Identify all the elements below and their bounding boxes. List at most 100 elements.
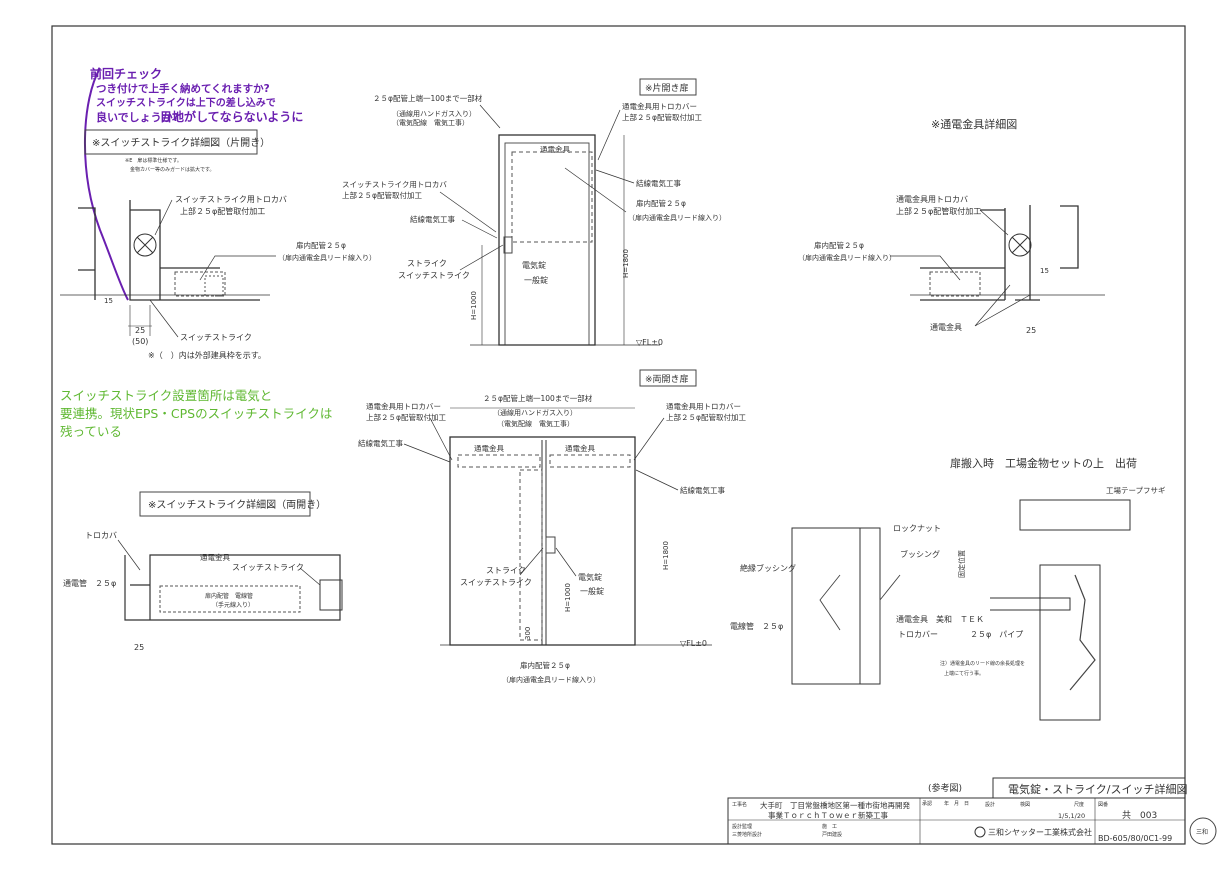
design-label: 設計 xyxy=(985,801,995,808)
check-label: 検図 xyxy=(1020,801,1030,808)
revision-stamp xyxy=(1189,817,1217,845)
title-block: (参考図) 電気錠・ストライク/スイッチ詳細図 工事名 大手町 丁目常盤橋地区第… xyxy=(727,777,1217,845)
strike-leader xyxy=(459,244,504,271)
tsuden-left-label: 通電金具 xyxy=(474,443,504,453)
cover-right-label: 通電金具用トロカバー xyxy=(666,401,741,411)
wiring-left-leader xyxy=(403,443,451,463)
scale-value: 1/5,1/20 xyxy=(1058,812,1085,820)
vertical-conduit xyxy=(519,469,543,641)
inner-label: 扉内配管 電線管 xyxy=(205,592,253,600)
tsuden-label: 通電金具 xyxy=(540,144,570,154)
handwritten-note: 前回チェック つき付けで上手く納めてくれますか? スイッチストライクは上下の差し… xyxy=(84,66,303,301)
switch-strike-double-detail: ※スイッチストライク詳細図（両開き） トロカバ 通電金具 通電管 ２５φ 扉内配… xyxy=(63,491,343,652)
frame-section xyxy=(920,205,1079,301)
tsuden-label: 通電金具 xyxy=(200,552,230,562)
cover-right-sub-label: 上部２５φ配管取付加工 xyxy=(666,412,746,422)
tsuden-label: 通電金具 美和 ＴＥＫ xyxy=(896,614,984,624)
ss-cover-leader xyxy=(439,191,497,233)
conduit-label: 電線管 ２５φ xyxy=(730,621,783,631)
handwritten-line-5: 目地がしてならないように xyxy=(160,109,303,124)
cover-label: 通電金具用トロカバー xyxy=(622,101,697,111)
bottom-pipe-label: 扉内配管２５φ xyxy=(520,660,570,670)
door-leaf xyxy=(504,142,590,346)
detail-title-box xyxy=(84,129,258,155)
h2-label: H=1000 xyxy=(564,583,572,612)
fix-pos-label: 固定位置 xyxy=(957,550,966,578)
detail-note-2: 金物カバー等のみガードは拡大です。 xyxy=(125,166,215,173)
pipe-leader xyxy=(890,255,961,281)
top-pipe-sub-1: （通線用ハンドガス入り） xyxy=(493,408,577,417)
inner-pipe xyxy=(204,275,224,297)
tsuden-title: ※通電金具詳細図 xyxy=(931,117,1017,131)
drawing-title: 電気錠・ストライク/スイッチ詳細図 xyxy=(1008,782,1188,796)
architect-value: 三菱地所設計 xyxy=(732,831,762,838)
cover-leader xyxy=(597,109,621,161)
company-logo xyxy=(974,826,986,838)
frame-section xyxy=(78,200,260,301)
detail-title-box xyxy=(139,491,311,517)
lock-leader xyxy=(555,547,577,577)
strike-leader xyxy=(519,547,544,576)
door-frame-outer xyxy=(498,134,596,346)
tsuden-leader xyxy=(974,284,1031,327)
cover-leader xyxy=(154,199,173,236)
footnote: ※（ ）内は外部建具枠を示す。 xyxy=(148,350,266,360)
handwritten-arrow xyxy=(84,67,129,301)
strike-leader xyxy=(149,299,179,338)
lock-nut-label: ロックナット xyxy=(893,524,941,533)
bushing-label: ブッシング xyxy=(900,549,940,559)
wiring-left-label: 結線電気工事 xyxy=(358,438,403,448)
top-pipe-leader xyxy=(479,104,501,129)
cover-cross xyxy=(136,236,154,254)
left-conduit xyxy=(457,454,541,468)
project-label: 工事名 xyxy=(732,801,747,808)
sheet-label: 図番 xyxy=(1098,801,1108,808)
top-pipe-label: ２５φ配管上端一100まで一部材 xyxy=(483,393,593,403)
project-line-1: 大手町 丁目常盤橋地区第一種市街地再開発 xyxy=(760,800,910,810)
top-pipe-sub-2: （電気配線 電気工事） xyxy=(497,419,574,428)
drawing-number: BD-605/80/0C1-99 xyxy=(1098,834,1172,843)
fl-label: ▽FL±0 xyxy=(680,639,707,648)
factory-detail: 扉搬入時 工場金物セットの上 出荷 ロックナット ブッシング 絶縁ブッシング 電… xyxy=(730,456,1166,721)
factory-title: 扉搬入時 工場金物セットの上 出荷 xyxy=(950,456,1137,470)
door-title-box xyxy=(639,78,697,96)
inner-sub-label: （手元線入り） xyxy=(212,601,254,609)
pipe-label: 通電管 ２５φ xyxy=(63,578,116,588)
handwritten-line-3: スイッチストライクは上下の差し込みで xyxy=(96,96,276,109)
wiring-left-label: 結線電気工事 xyxy=(410,214,455,224)
pipe-label: 扉内配管２５φ xyxy=(814,240,864,250)
contractor-value: 戸田建設 xyxy=(822,831,842,838)
reference-label: (参考図) xyxy=(928,782,962,794)
cover-sub-label: 上部２５φ配管取付加工 xyxy=(622,112,702,122)
strike-box xyxy=(929,271,981,297)
factory-note: 注）通電金具のリード線の余長処理を xyxy=(940,660,1025,667)
pipe-label: 扉内配管２５φ xyxy=(636,198,686,208)
pipe-label: 扉内配管２５φ xyxy=(296,240,346,250)
date-label: 年 月 日 xyxy=(944,800,969,807)
fl-label: ▽FL±0 xyxy=(636,338,663,347)
cover-label: トロカバ xyxy=(85,531,117,540)
cover-left-label: 通電金具用トロカバー xyxy=(366,401,441,411)
tsuden-circle xyxy=(1008,233,1032,257)
architect-label: 設計監理 xyxy=(732,823,752,830)
cover-label: スイッチストライク用トロカバ xyxy=(175,195,287,204)
detail-title: ※スイッチストライク詳細図（片開き） xyxy=(92,136,270,149)
cover-right-leader xyxy=(633,417,665,461)
h2-label: H=1000 xyxy=(470,291,478,320)
approve-label: 承認 xyxy=(922,800,932,807)
sheet-border xyxy=(51,25,1186,845)
cover-left-leader xyxy=(429,417,453,461)
dim-lines xyxy=(481,135,625,345)
bottom-pipe-sub-label: （扉内通電金具リード線入り） xyxy=(502,675,600,684)
pipe-sub-label: （扉内通電金具リード線入り） xyxy=(798,253,896,262)
green-note-line-3: 残っている xyxy=(60,424,122,439)
h-label: H=1800 xyxy=(622,249,630,278)
tsuden-right-label: 通電金具 xyxy=(565,443,595,453)
cover-label: 通電金具用トロカバ xyxy=(896,194,968,204)
dim-300: 300 xyxy=(524,627,532,640)
switch-strike-single-detail: ※スイッチストライク詳細図（片開き） ※E 扉は標準仕様です。 金物カバー等のみ… xyxy=(60,129,376,360)
wiring-label: 結線電気工事 xyxy=(636,178,681,188)
dim-25: 25 xyxy=(134,643,144,652)
top-pipe-sub-1: （通線用ハンドガス入り） xyxy=(392,109,476,118)
